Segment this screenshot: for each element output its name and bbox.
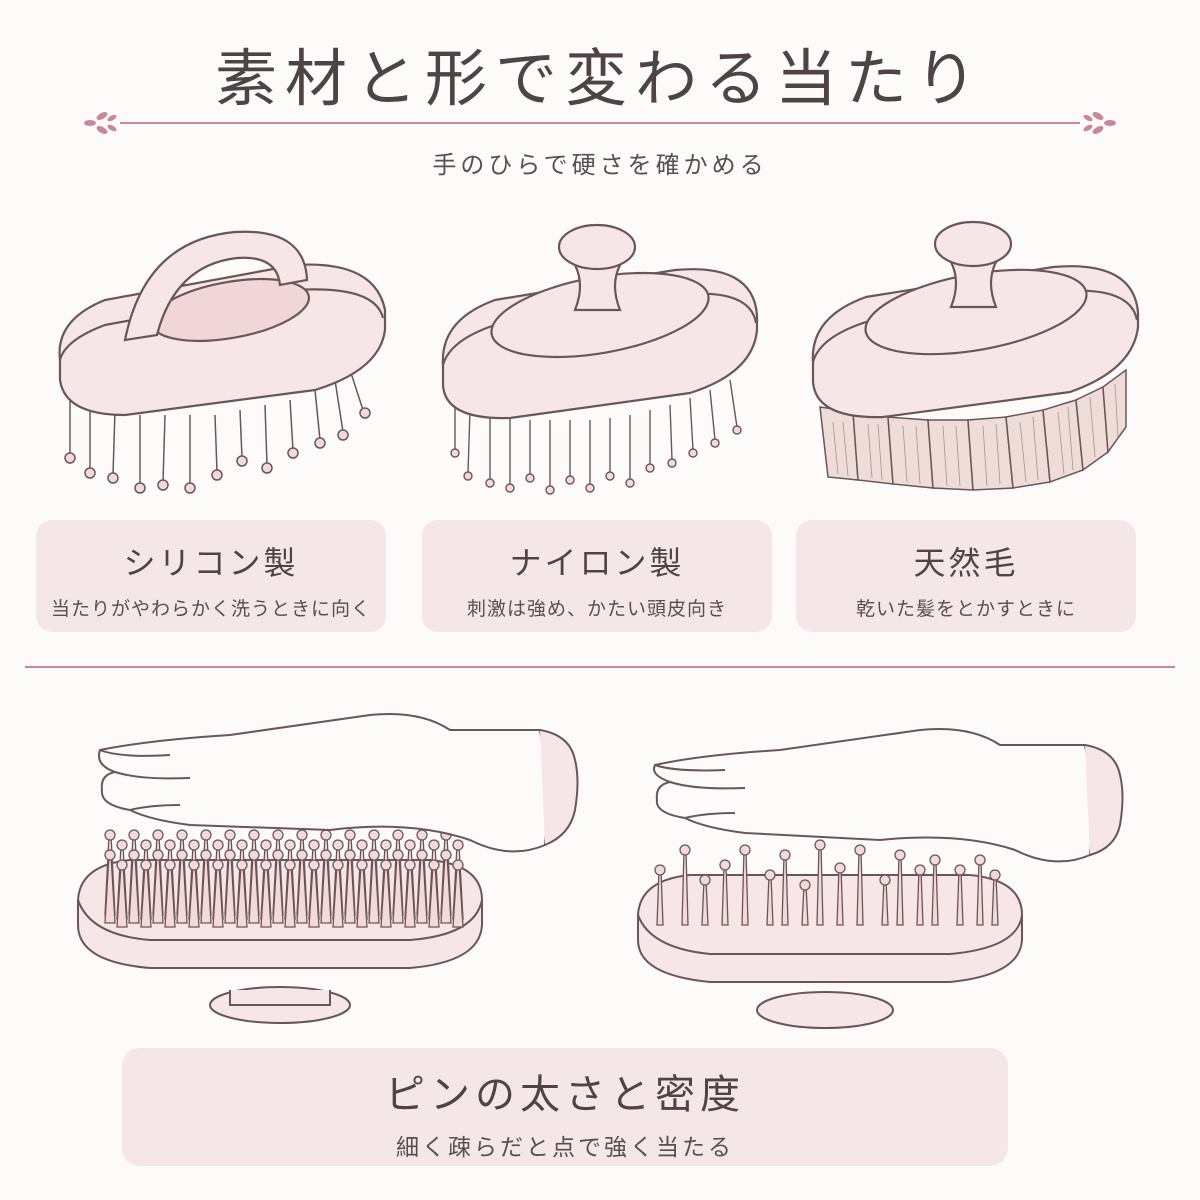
material-desc: 当たりがやわらかく洗うときに向く xyxy=(50,598,371,620)
natural-bristle-brush-icon xyxy=(811,220,1140,491)
left-leaf-icon xyxy=(84,112,117,134)
material-name: シリコン製 xyxy=(123,544,299,582)
sparse-pin-brush-hand-icon xyxy=(637,728,1124,1029)
material-desc: 刺激は強め、かたい頭皮向き xyxy=(466,598,727,620)
bristle-tufts xyxy=(819,368,1127,491)
section-divider xyxy=(25,666,1175,668)
material-card-nylon: ナイロン製 刺激は強め、かたい頭皮向き xyxy=(422,520,772,632)
pin-density-name: ピンの太さと密度 xyxy=(385,1072,745,1118)
material-card-silicone: シリコン製 当たりがやわらかく洗うときに向く xyxy=(36,520,386,632)
silicone-brush-icon xyxy=(58,230,387,494)
pin-density-desc: 細く疎らだと点で強く当たる xyxy=(396,1135,734,1161)
material-name: 天然毛 xyxy=(913,544,1019,582)
hand-icon xyxy=(653,728,1124,863)
ornament-divider xyxy=(84,112,1116,134)
pin-density-card: ピンの太さと密度 細く疎らだと点で強く当たる xyxy=(122,1048,1008,1166)
dense-pin-brush-hand-icon xyxy=(77,713,579,1024)
silicone-pins xyxy=(64,369,371,494)
page-title: 素材と形で変わる当たり xyxy=(214,42,985,115)
hand-icon xyxy=(98,713,579,853)
page-subtitle: 手のひらで硬さを確かめる xyxy=(432,151,768,179)
material-name: ナイロン製 xyxy=(509,544,685,582)
sparse-pins xyxy=(654,839,1001,926)
nylon-brush-icon xyxy=(441,223,759,495)
nylon-pins xyxy=(450,379,742,495)
right-leaf-icon xyxy=(1083,112,1116,134)
material-card-natural: 天然毛 乾いた髪をとかすときに xyxy=(796,520,1136,632)
dense-pins xyxy=(104,829,464,928)
material-desc: 乾いた髪をとかすときに xyxy=(855,598,1076,620)
